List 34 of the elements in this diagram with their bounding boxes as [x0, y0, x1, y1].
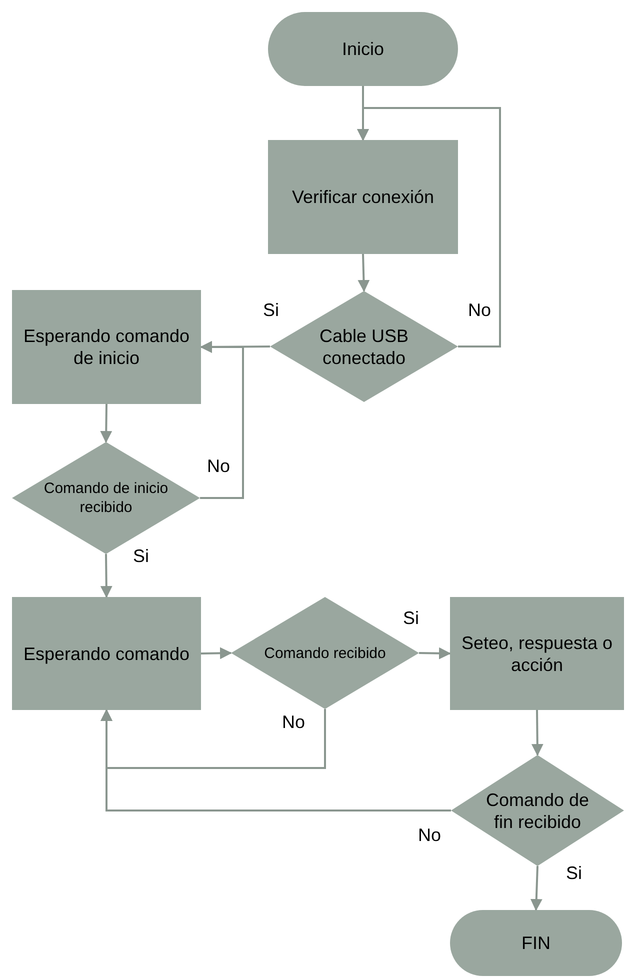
- edge-label: Si: [133, 546, 150, 566]
- arrow: [358, 254, 370, 292]
- process-box: [12, 290, 201, 404]
- edge-label: No: [468, 300, 492, 320]
- node-label: Comando de fin recibido: [484, 788, 590, 832]
- node-label: Seteo, respuesta o acción: [460, 632, 614, 676]
- arrow: [530, 866, 542, 911]
- edge-label: Si: [263, 300, 280, 320]
- node-label: Esperando comando de inicio: [22, 325, 191, 369]
- arrow: [100, 404, 112, 443]
- arrow: [100, 709, 451, 812]
- decision-diamond: [451, 755, 624, 866]
- node-label: Esperando comando: [23, 642, 190, 664]
- arrow: [531, 710, 544, 756]
- arrow: [418, 647, 451, 660]
- decision-diamond: [231, 597, 419, 709]
- node-label: Comando recibido: [264, 644, 386, 662]
- edge-label: Si: [566, 863, 582, 883]
- node-label: Cable USB conectado: [318, 324, 410, 368]
- edge-label: No: [418, 825, 442, 845]
- node-label: FIN: [522, 932, 550, 954]
- node-label: Verificar conexión: [292, 186, 434, 208]
- node-label: Inicio: [342, 38, 384, 60]
- arrow: [100, 554, 112, 598]
- arrow: [200, 341, 244, 499]
- arrow: [357, 107, 501, 348]
- process-box: [450, 597, 624, 710]
- process-box: [12, 597, 201, 710]
- arrow: [200, 647, 232, 660]
- edge-label: No: [282, 712, 306, 732]
- edge-label: No: [207, 456, 230, 476]
- edge-label: Si: [403, 608, 420, 628]
- node-label: Comando de inicio recibido: [42, 479, 170, 517]
- process-box: [268, 140, 458, 254]
